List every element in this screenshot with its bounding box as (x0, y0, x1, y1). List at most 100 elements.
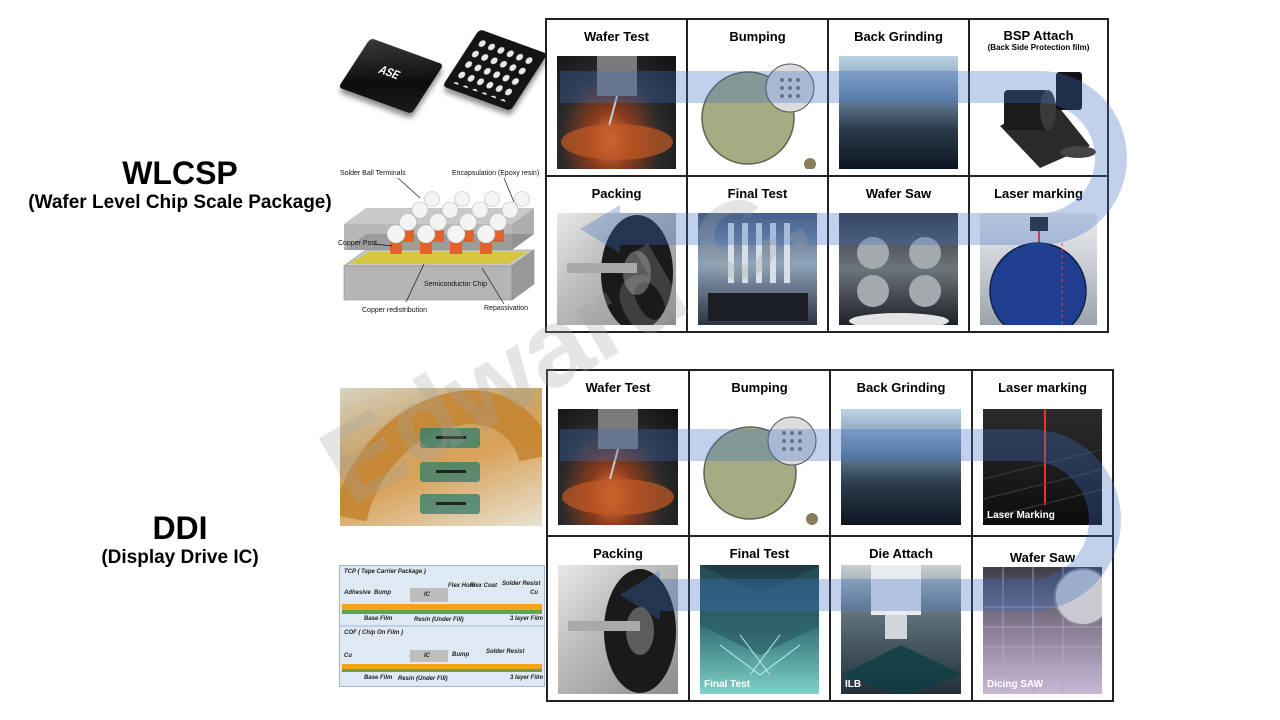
ddi-tape-reel-image (333, 388, 553, 526)
step-label: Wafer Test (583, 29, 649, 44)
cof-bump: Bump (452, 652, 469, 658)
ddi-step-wafer-saw: Wafer Saw Dicing SAW (972, 536, 1113, 701)
cof-title: COF ( Chip On Film ) (344, 630, 403, 636)
tcp-solder-resist: Solder Resist (502, 581, 541, 587)
bumped-wafer-illustration (703, 416, 818, 525)
step-label: Packing (591, 186, 642, 201)
dicing-saw-illustration (849, 237, 949, 325)
bumping-photo (698, 56, 817, 169)
die-attach-caption: ILB (845, 679, 862, 690)
ddi-step-laser-marking: Laser marking Laser Marking (972, 370, 1113, 536)
film-roll-illustration (1000, 72, 1096, 168)
step-label: Final Test (727, 186, 788, 201)
ddi-step-back-grinding: Back Grinding (830, 370, 972, 536)
final-test-photo (698, 213, 817, 325)
ddi-title: DDI (152, 510, 208, 546)
label-copper-redistribution: Copper redistribution (362, 307, 427, 314)
bumped-wafer-illustration (701, 63, 816, 169)
ddi-subtitle: (Display Drive IC) (101, 547, 259, 568)
packing-photo (557, 213, 676, 325)
ddi-title-block: DDI (Display Drive IC) (10, 510, 350, 570)
dicing-blade-illustration (983, 567, 1102, 694)
wlcsp-title: WLCSP (122, 155, 238, 191)
tape-reel-illustration (568, 569, 676, 693)
wlcsp-step-bumping: Bumping (687, 19, 828, 176)
probe-station-illustration (561, 56, 673, 160)
tcp-resin: Resin (Under Fill) (414, 617, 464, 623)
wafer-saw-caption: Dicing SAW (987, 679, 1044, 690)
cof-resin: Resin (Under Fill) (398, 676, 448, 682)
bsp-attach-photo (980, 56, 1097, 169)
ddi-step-die-attach: Die Attach ILB (830, 536, 972, 701)
tcp-layer-film: 3 layer Film (510, 616, 544, 622)
die-attach-photo: ILB (841, 565, 961, 694)
tcp-cu: Cu (530, 590, 538, 596)
wlcsp-cross-section-diagram: Solder Ball Terminals Encapsulation (Epo… (336, 168, 542, 318)
laser-marking-photo: Laser Marking (983, 409, 1102, 525)
wlcsp-title-block: WLCSP (Wafer Level Chip Scale Package) (10, 155, 350, 215)
step-label: Back Grinding (854, 29, 943, 44)
step-label: BSP Attach (1003, 28, 1074, 43)
probe-card-illustration (700, 565, 819, 676)
ddi-step-packing: Packing (547, 536, 689, 701)
laser-beam-illustration (983, 409, 1102, 520)
step-label: Laser marking (998, 380, 1087, 395)
back-grinding-photo (841, 409, 961, 525)
wlcsp-step-wafer-test: Wafer Test (546, 19, 687, 176)
step-label: Packing (593, 546, 643, 561)
ase-logo: ASE (375, 63, 403, 83)
tape-carrier-illustration (333, 390, 553, 522)
label-repassivation: Repassivation (484, 305, 528, 312)
step-sublabel: (Back Side Protection film) (987, 43, 1090, 52)
cof-cu: Cu (344, 653, 352, 659)
step-label: Bumping (731, 380, 788, 395)
tcp-title: TCP ( Tape Carrier Package ) (344, 569, 426, 575)
cof-layer-film: 3 layer Film (510, 675, 544, 681)
cof-base-film: Base Film (364, 675, 393, 681)
wlcsp-step-laser-marking: Laser marking (969, 176, 1108, 332)
tcp-flex-coat: Flex Coat (470, 583, 498, 589)
tcp-ic: IC (424, 592, 430, 598)
wafer-test-photo (557, 56, 676, 169)
cross-section-illustration (343, 177, 535, 305)
wlcsp-step-packing: Packing (546, 176, 687, 332)
bonding-head-illustration (841, 565, 961, 694)
laser-wafer-illustration (989, 217, 1087, 325)
ddi-step-final-test: Final Test Final Test (689, 536, 830, 701)
step-label: Wafer Test (585, 380, 651, 395)
tape-reel-illustration (567, 215, 673, 325)
tcp-flex-hole: Flex Hole (448, 583, 475, 589)
cof-ic: IC (424, 653, 430, 659)
tcp-cof-cross-section (340, 588, 544, 672)
ddi-step-wafer-test: Wafer Test (547, 370, 689, 536)
ddi-process-grid: Wafer Test Bumping Back Grinding Laser m… (546, 369, 1114, 702)
tcp-cof-diagram: TCP ( Tape Carrier Package ) Adhesive Bu… (339, 565, 545, 687)
final-test-caption: Final Test (704, 679, 750, 690)
wlcsp-step-final-test: Final Test (687, 176, 828, 332)
wlcsp-step-bsp-attach: BSP Attach (Back Side Protection film) (969, 19, 1108, 176)
wlcsp-subtitle: (Wafer Level Chip Scale Package) (28, 192, 332, 213)
wafer-saw-photo: Dicing SAW (983, 567, 1102, 694)
wlcsp-step-back-grinding: Back Grinding (828, 19, 969, 176)
label-semiconductor-chip: Semiconductor Chip (424, 281, 488, 288)
wafer-test-photo (558, 409, 678, 525)
label-solder-ball-terminals: Solder Ball Terminals (340, 170, 406, 177)
step-label: Wafer Saw (865, 186, 932, 201)
ddi-step-bumping: Bumping (689, 370, 830, 536)
step-label: Die Attach (869, 546, 933, 561)
solder-ball-grid (451, 36, 539, 104)
laser-marking-photo (980, 213, 1097, 325)
step-label: Back Grinding (856, 380, 946, 395)
test-handler-illustration (708, 223, 808, 321)
tcp-base-film: Base Film (364, 616, 393, 622)
probe-station-illustration (562, 409, 674, 515)
wafer-saw-photo (839, 213, 958, 325)
back-grinding-photo (839, 56, 958, 169)
wlcsp-step-wafer-saw: Wafer Saw (828, 176, 969, 332)
bumping-photo (700, 409, 819, 525)
packing-photo (558, 565, 678, 694)
wlcsp-process-grid: Wafer Test Bumping Back Grinding BSP Att… (545, 18, 1109, 333)
final-test-photo: Final Test (700, 565, 819, 694)
cof-solder-resist: Solder Resist (486, 649, 525, 655)
wlcsp-chip-top-image: ASE (338, 37, 444, 115)
